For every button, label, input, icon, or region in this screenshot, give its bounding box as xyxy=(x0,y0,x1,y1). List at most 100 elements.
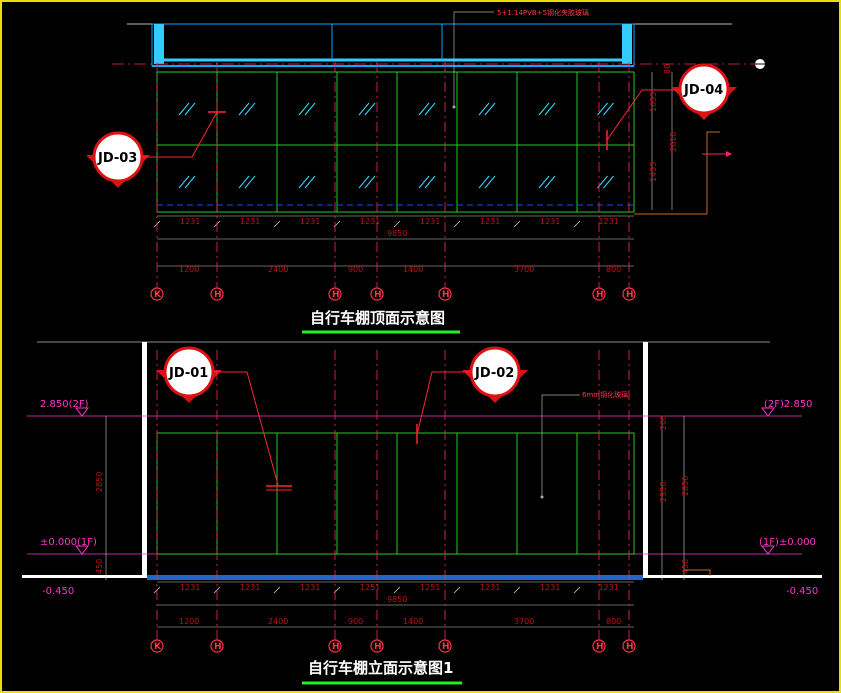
plan-axis-dim: 2400 xyxy=(268,265,288,274)
elev-bottom-small-right: 450 xyxy=(681,559,690,574)
glass-hatch xyxy=(178,102,190,116)
plan-title: 自行车棚顶面示意图 xyxy=(310,309,445,327)
glass-hatch xyxy=(184,175,196,189)
glass-hatch xyxy=(484,102,496,116)
plan-panel-dim-label: 1231 xyxy=(180,217,200,226)
glass-hatch xyxy=(478,175,490,189)
axis-marker-label: H xyxy=(596,290,604,300)
elev-axis-dim: 2400 xyxy=(268,617,288,626)
glass-hatch xyxy=(358,102,370,116)
axis-marker-label: H xyxy=(626,642,634,652)
elev-left-dim: 2850 xyxy=(95,472,104,492)
glass-hatch xyxy=(603,102,614,116)
plan-right-dim-2: 2610 xyxy=(669,132,678,152)
glass-hatch xyxy=(184,102,196,116)
dim-tick xyxy=(273,586,281,594)
callout-jd-01: JD-01 xyxy=(156,346,292,491)
callout-jd-02-label: JD-02 xyxy=(474,366,514,381)
plan-small-dim: 80 xyxy=(663,64,672,74)
glass-hatch xyxy=(418,175,430,189)
elev-panel-dim-label: 1231 xyxy=(599,583,619,592)
plan-panel-dim-label: 1231 xyxy=(300,217,320,226)
glass-hatch xyxy=(298,175,310,189)
axis-marker-label: K xyxy=(154,290,162,300)
dim-tick xyxy=(513,586,521,594)
plan-axis-dim: 800 xyxy=(606,265,621,274)
glass-hatch xyxy=(424,102,436,116)
elev-axis-dim: 1200 xyxy=(179,617,199,626)
axis-marker-label: H xyxy=(626,290,634,300)
plan-glass-note: 5+1.14PVB+5钢化夹胶玻璃 xyxy=(497,8,589,17)
level-low-left: -0.450 xyxy=(42,586,74,597)
axis-marker-label: H xyxy=(442,290,450,300)
elev-axis-dim: 3700 xyxy=(514,617,534,626)
elev-title: 自行车棚立面示意图1 xyxy=(308,659,453,677)
dim-tick xyxy=(453,586,461,594)
glass-hatch xyxy=(304,175,316,189)
axis-marker-label: H xyxy=(214,642,222,652)
level-zero-left: ±0.000(1F) xyxy=(40,537,97,548)
plan-panel-dim-label: 1231 xyxy=(480,217,500,226)
dim-tick xyxy=(513,220,521,228)
elev-panel-dim-label: 1231 xyxy=(240,583,260,592)
glass-hatch xyxy=(603,175,614,189)
callout-jd-03: JD-03 xyxy=(86,111,226,188)
glass-hatch xyxy=(364,175,376,189)
glass-hatch xyxy=(418,102,430,116)
glass-hatch xyxy=(364,102,376,116)
glass-hatch xyxy=(358,175,370,189)
axis-marker-label: H xyxy=(442,642,450,652)
glass-hatch xyxy=(304,102,316,116)
plan-total-dim: 9850 xyxy=(387,229,407,238)
glass-hatch xyxy=(238,175,250,189)
elev-axis-dim: 900 xyxy=(348,617,363,626)
elev-bottom-small-left: 450 xyxy=(95,559,104,574)
elev-axis-dim: 1400 xyxy=(403,617,423,626)
glass-hatch xyxy=(484,175,496,189)
axis-marker-label: H xyxy=(596,642,604,652)
plan-axis-dim: 1200 xyxy=(179,265,199,274)
dim-tick xyxy=(453,220,461,228)
glass-hatch xyxy=(544,175,556,189)
elev-panel-dim-label: 1231 xyxy=(480,583,500,592)
plan-right-dim-3: 1455 xyxy=(649,162,658,182)
elev-frame xyxy=(156,432,635,555)
glass-hatch xyxy=(597,102,608,116)
axis-marker-label: H xyxy=(374,642,382,652)
glass-hatch xyxy=(298,102,310,116)
dim-tick xyxy=(393,586,401,594)
axis-marker-label: H xyxy=(332,290,340,300)
plan-glass-grid xyxy=(156,71,635,213)
glass-hatch xyxy=(424,175,436,189)
glass-hatch xyxy=(538,102,550,116)
plan-panel-dim-label: 1231 xyxy=(240,217,260,226)
elev-panel-dim-label: 1231 xyxy=(300,583,320,592)
elev-axis-dim: 800 xyxy=(606,617,621,626)
glass-hatch xyxy=(244,175,256,189)
plan-axis-dim: 1400 xyxy=(403,265,423,274)
elev-total-dim: 9850 xyxy=(387,595,407,604)
glass-hatch xyxy=(178,175,190,189)
plan-panel-dim-label: 1231 xyxy=(360,217,380,226)
plan-axis-dim: 900 xyxy=(348,265,363,274)
elev-panel-dim-label: 1251 xyxy=(420,583,440,592)
callout-jd-02: JD-02 xyxy=(416,346,528,444)
axis-marker-label: K xyxy=(154,642,162,652)
glass-hatch xyxy=(478,102,490,116)
level-low-right: -0.450 xyxy=(786,586,818,597)
elev-panel-dim-label: 1231 xyxy=(180,583,200,592)
axis-marker-label: H xyxy=(374,290,382,300)
elev-right-dim-2: 2350 xyxy=(659,482,668,502)
plan-panel-dim-label: 1231 xyxy=(599,217,619,226)
axis-marker-label: H xyxy=(332,642,340,652)
plan-axis-dim: 3700 xyxy=(514,265,534,274)
glass-hatch xyxy=(238,102,250,116)
level-top-left: 2.850(2F) xyxy=(40,399,89,410)
callout-jd-03-label: JD-03 xyxy=(97,151,137,166)
callout-jd-04-label: JD-04 xyxy=(683,83,723,98)
